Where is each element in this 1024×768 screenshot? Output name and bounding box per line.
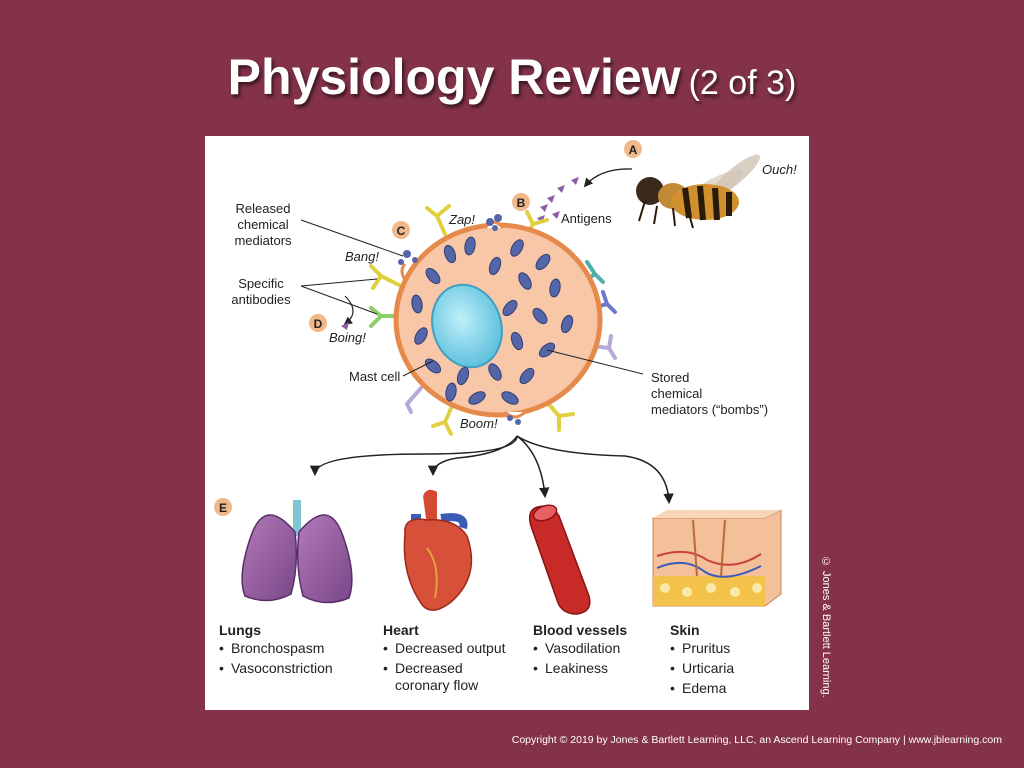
boom-label: Boom! <box>460 416 498 431</box>
svg-text:mediators: mediators <box>234 233 292 248</box>
svg-text:Released: Released <box>236 201 291 216</box>
svg-text:antibodies: antibodies <box>231 292 291 307</box>
svg-text:Urticaria: Urticaria <box>682 660 734 676</box>
marker-d: D <box>309 314 327 332</box>
svg-text:•: • <box>219 660 224 676</box>
title-sub: (2 of 3) <box>688 64 797 102</box>
skin-caption: Skin • Pruritus • Urticaria • Edema <box>670 622 734 696</box>
diagram-svg: A B C D E Ouch! Antigens Zap! Bang! Boin… <box>214 140 797 696</box>
released-mediators-label: Released chemical mediators <box>234 201 292 248</box>
lungs-caption: Lungs • Bronchospasm • Vasoconstriction <box>219 622 333 676</box>
svg-text:•: • <box>383 660 388 676</box>
zap-label: Zap! <box>448 212 475 227</box>
svg-text:•: • <box>533 660 538 676</box>
marker-e: E <box>214 498 232 516</box>
svg-text:E: E <box>219 501 227 515</box>
antibodies-leader-line-2 <box>300 285 378 315</box>
specific-antibodies-label: Specific antibodies <box>231 276 291 307</box>
released-leader-line <box>300 219 404 257</box>
title-main: Physiology Review <box>227 49 681 105</box>
svg-text:Vasoconstriction: Vasoconstriction <box>231 660 333 676</box>
bee-to-antigens-arrow <box>583 168 633 188</box>
mast-cell-leader-line <box>402 360 434 377</box>
svg-text:•: • <box>670 640 675 656</box>
svg-text:Leakiness: Leakiness <box>545 660 608 676</box>
svg-text:Pruritus: Pruritus <box>682 640 730 656</box>
mast-cell <box>369 204 617 436</box>
svg-text:Specific: Specific <box>238 276 284 291</box>
antibodies-leader-line-1 <box>300 278 378 287</box>
heart-icon <box>403 489 473 611</box>
marker-c: C <box>392 221 410 239</box>
svg-text:C: C <box>397 224 406 238</box>
lungs-icon <box>241 500 353 604</box>
svg-text:Lungs: Lungs <box>219 622 261 638</box>
svg-text:A: A <box>629 143 638 157</box>
bee-icon <box>636 154 761 229</box>
blood-vessels-caption: Blood vessels • Vasodilation • Leakiness <box>533 622 627 676</box>
antibodies-curved-arrow <box>343 295 354 326</box>
svg-text:B: B <box>517 196 526 210</box>
blood-vessel-icon <box>528 504 591 615</box>
mast-cell-label: Mast cell <box>349 369 400 384</box>
allergic-reaction-figure: A B C D E Ouch! Antigens Zap! Bang! Boin… <box>205 136 809 710</box>
slide-title: Physiology Review(2 of 3) <box>0 48 1024 106</box>
stored-leader-line <box>546 349 644 375</box>
svg-text:chemical: chemical <box>651 386 702 401</box>
marker-a: A <box>624 140 642 158</box>
stored-mediators-label: Stored chemical mediators (“bombs”) <box>651 370 768 417</box>
image-credit: © Jones & Bartlett Learning. <box>820 556 832 698</box>
svg-text:Blood vessels: Blood vessels <box>533 622 627 638</box>
boom-branch-arrows <box>309 435 674 505</box>
svg-text:•: • <box>383 640 388 656</box>
svg-text:Vasodilation: Vasodilation <box>545 640 620 656</box>
svg-text:•: • <box>670 660 675 676</box>
bang-label: Bang! <box>345 249 379 264</box>
svg-text:mediators (“bombs”): mediators (“bombs”) <box>651 402 768 417</box>
antigens-label: Antigens <box>561 211 612 226</box>
boing-particle <box>341 322 349 330</box>
svg-text:Skin: Skin <box>670 622 700 638</box>
svg-text:•: • <box>219 640 224 656</box>
svg-text:Bronchospasm: Bronchospasm <box>231 640 324 656</box>
svg-text:•: • <box>533 640 538 656</box>
svg-text:chemical: chemical <box>237 217 288 232</box>
antigen-particles <box>537 177 579 223</box>
svg-text:•: • <box>670 680 675 696</box>
svg-text:Decreased: Decreased <box>395 660 463 676</box>
skin-section-icon <box>652 509 782 607</box>
svg-text:Decreased output: Decreased output <box>395 640 506 656</box>
svg-text:Heart: Heart <box>383 622 419 638</box>
heart-caption: Heart • Decreased output • Decreased coron… <box>383 622 506 693</box>
svg-text:D: D <box>314 317 323 331</box>
ouch-label: Ouch! <box>762 162 797 177</box>
copyright-footer: Copyright © 2019 by Jones & Bartlett Lea… <box>511 734 1002 746</box>
boing-label: Boing! <box>329 330 366 345</box>
marker-b: B <box>512 193 530 211</box>
svg-text:Stored: Stored <box>651 370 689 385</box>
svg-text:coronary flow: coronary flow <box>395 677 479 693</box>
svg-text:Edema: Edema <box>682 680 727 696</box>
